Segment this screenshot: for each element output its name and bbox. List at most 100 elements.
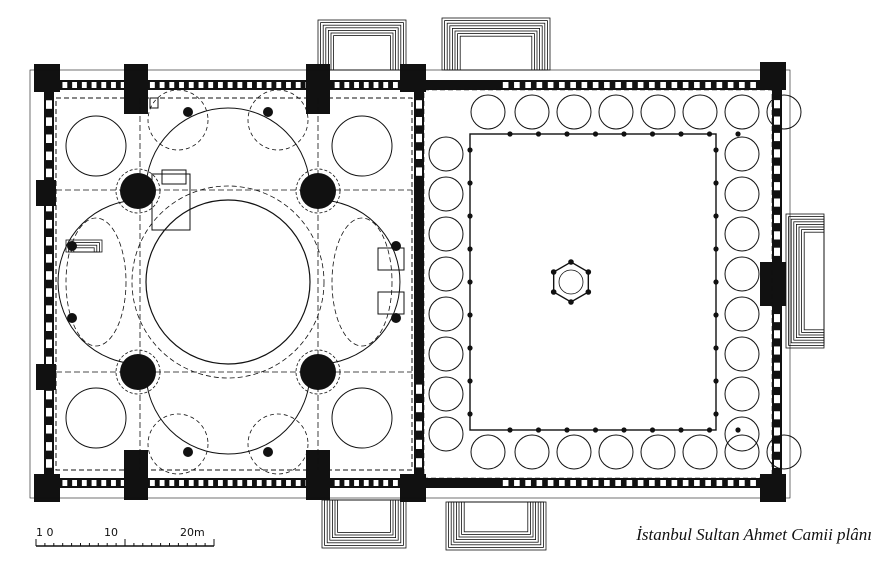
courtyard-window	[774, 214, 780, 224]
courtyard-window	[694, 82, 700, 88]
west-window	[46, 305, 52, 314]
courtyard-window	[774, 395, 780, 404]
portico-column	[706, 427, 713, 433]
corner-buttress	[400, 474, 426, 502]
south-window	[266, 480, 272, 486]
courtyard-window	[502, 82, 509, 88]
portico-column	[621, 427, 627, 433]
courtyard-window	[559, 82, 565, 88]
stair-step	[459, 35, 533, 71]
stair-step	[793, 221, 825, 341]
east-semi-dome	[317, 199, 401, 365]
buttress	[306, 450, 330, 500]
courtyard-window	[774, 443, 780, 452]
portico-dome	[766, 94, 802, 130]
south-window	[159, 480, 165, 486]
portico-dome	[724, 136, 760, 172]
courtyard-window	[502, 480, 509, 486]
south-window	[169, 480, 175, 486]
courtyard-window	[615, 82, 621, 88]
portico-column	[467, 180, 473, 186]
stair-step	[325, 27, 399, 71]
south-window	[101, 480, 107, 486]
portico-dome	[724, 336, 760, 372]
courtyard-window	[716, 82, 723, 88]
east-window	[416, 458, 422, 468]
courtyard-window	[774, 149, 780, 158]
stair-step	[457, 33, 535, 71]
plan-caption: İstanbul Sultan Ahmet Camii plânı	[636, 525, 872, 544]
outer-walls	[29, 62, 791, 502]
portico-column	[713, 279, 719, 285]
west-window	[46, 134, 52, 143]
south-window	[295, 480, 301, 486]
west-window	[46, 271, 52, 280]
stair-step	[73, 247, 95, 253]
west-window	[46, 254, 52, 263]
south-window	[392, 480, 398, 486]
west-window	[46, 442, 52, 451]
portico-column	[649, 131, 656, 137]
stair-step	[448, 501, 544, 548]
portico-column	[467, 279, 473, 285]
portico-column	[735, 427, 741, 433]
portico-dome	[428, 296, 464, 332]
stair-step	[785, 213, 825, 349]
portico-dome	[682, 434, 718, 470]
west-window	[46, 425, 52, 434]
central-dome-drum	[131, 185, 325, 379]
courtyard-window	[705, 480, 711, 486]
courtyard-window	[716, 480, 723, 486]
portico-column	[713, 246, 719, 252]
door-portal	[377, 247, 405, 271]
fountain-column	[550, 289, 557, 295]
north-window	[295, 82, 301, 88]
north-window	[383, 82, 389, 88]
north-window	[198, 82, 204, 88]
north-window	[91, 82, 97, 88]
south-window	[188, 480, 194, 486]
courtyard-window	[750, 480, 756, 486]
stair-step	[450, 501, 542, 546]
courtyard-window	[682, 82, 689, 88]
north-window	[354, 82, 359, 88]
portico-column	[713, 312, 719, 318]
portico-dome	[724, 296, 760, 332]
north-window	[334, 82, 340, 88]
portico-column	[467, 378, 473, 384]
pier-outline	[115, 168, 161, 214]
south-semi-dome	[145, 371, 311, 455]
courtyard-window	[774, 165, 780, 174]
stair-step	[331, 499, 396, 538]
courtyard-window	[525, 82, 531, 88]
courtyard-window	[774, 132, 780, 142]
corner-buttress	[34, 474, 60, 502]
south-window	[363, 480, 369, 486]
portico-dome	[428, 376, 464, 412]
south-window	[149, 480, 155, 486]
north-window	[169, 82, 175, 88]
south-window	[237, 480, 243, 486]
portico-dome	[724, 216, 760, 252]
stair-step	[320, 22, 404, 71]
stair-step	[330, 32, 394, 71]
royal-loge-stair	[161, 169, 187, 185]
portico-dome	[598, 434, 634, 470]
courtyard-window	[774, 411, 780, 420]
south-window	[256, 480, 262, 486]
south-window	[344, 480, 350, 486]
stair-step	[445, 501, 547, 551]
courtyard-window	[739, 480, 745, 486]
stair-step	[455, 501, 536, 540]
portico-column	[467, 147, 473, 153]
north-window	[266, 82, 272, 88]
buttress	[306, 64, 330, 114]
courtyard-window	[774, 182, 780, 191]
east-window	[416, 403, 422, 413]
buttress	[124, 450, 148, 500]
south-window	[91, 480, 97, 486]
portico-dome	[470, 434, 506, 470]
main-pier	[300, 354, 336, 390]
side-vault	[331, 217, 393, 347]
gallery-column	[183, 107, 193, 117]
